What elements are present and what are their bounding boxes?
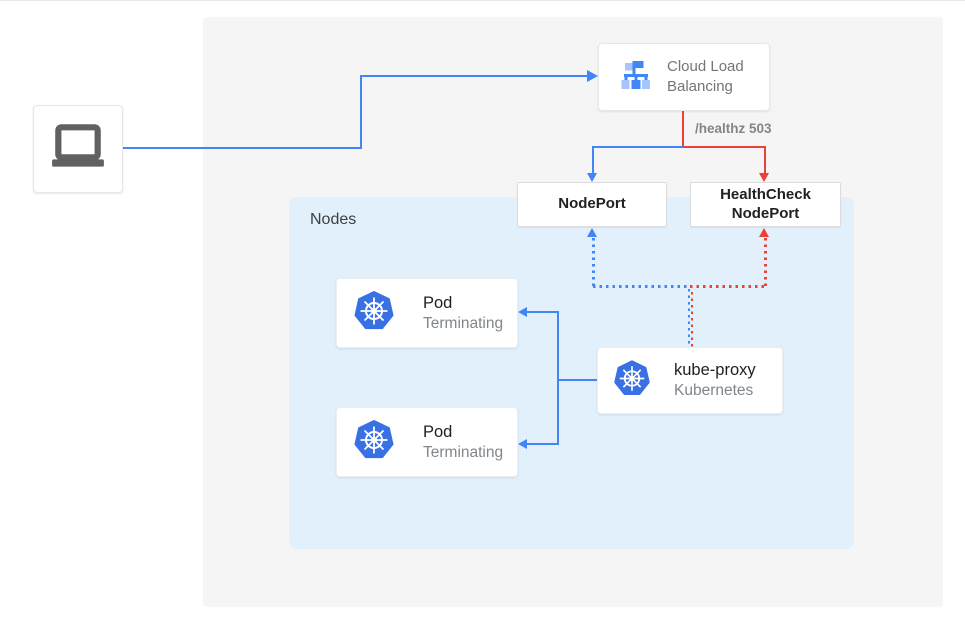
kube-proxy-text: kube-proxy Kubernetes [674,361,756,400]
dotted-blue-horizontal [593,285,690,288]
healthcheck-nodeport-node: HealthCheck NodePort [690,182,841,227]
branch-blue-horizontal [592,146,683,148]
dotted-blue-vertical [592,238,595,287]
flow-to-pod1 [526,311,558,313]
nodes-label: Nodes [310,211,357,228]
healthz-label: /healthz 503 [695,121,772,136]
nodeport-node: NodePort [517,182,667,227]
nodeport-label: NodePort [558,195,626,213]
flow-clb-down-red [682,111,684,148]
flow-kubeproxy-out [558,379,597,381]
flow-to-pod2 [526,443,558,445]
dotted-mixed-vertical-blue [687,289,690,347]
kubernetes-icon [352,290,396,336]
flow-client-vertical [360,75,362,149]
arrowhead-into-pod2 [518,438,527,449]
branch-red-vertical [764,146,766,174]
dotted-red-vertical [764,238,767,287]
pod-title: Pod [423,293,453,312]
dotted-mixed-vertical-red [690,289,693,347]
arrowhead-into-clb [587,70,598,82]
pod-status: Terminating [423,443,504,461]
flow-client-to-clb [360,75,587,77]
client-node [33,105,123,193]
kube-proxy-subtitle: Kubernetes [674,382,754,399]
kubernetes-icon [352,419,396,465]
cloud-load-balancing-node: Cloud Load Balancing [598,43,770,111]
pod-text: Pod Terminating [423,423,503,462]
healthcheck-nodeport-label: HealthCheck NodePort [720,185,811,222]
kube-proxy-title: kube-proxy [674,361,756,379]
kubernetes-icon [612,359,652,402]
pod-node-terminating-2: Pod Terminating [336,407,518,477]
branch-red-horizontal [683,146,766,148]
pod-status: Terminating [423,314,504,332]
laptop-icon [49,120,107,179]
dotted-arrowhead-up-nodeport [587,228,597,237]
arrowhead-into-nodeport [587,173,597,182]
kube-proxy-node: kube-proxy Kubernetes [597,347,783,414]
pod-node-terminating-1: Pod Terminating [336,278,518,348]
pod-text: Pod Terminating [423,294,503,333]
cloud-load-balancing-icon [619,58,653,97]
dotted-red-horizontal [690,285,766,288]
arrowhead-into-pod1 [518,306,527,317]
dotted-arrowhead-up-healthcheck [759,228,769,237]
pod-title: Pod [423,422,453,441]
flow-pods-vertical [557,311,559,445]
arrowhead-into-healthcheck-nodeport [759,173,769,182]
branch-blue-vertical [592,146,594,174]
cloud-load-balancing-label: Cloud Load Balancing [667,57,744,95]
flow-client-horizontal [123,147,362,149]
